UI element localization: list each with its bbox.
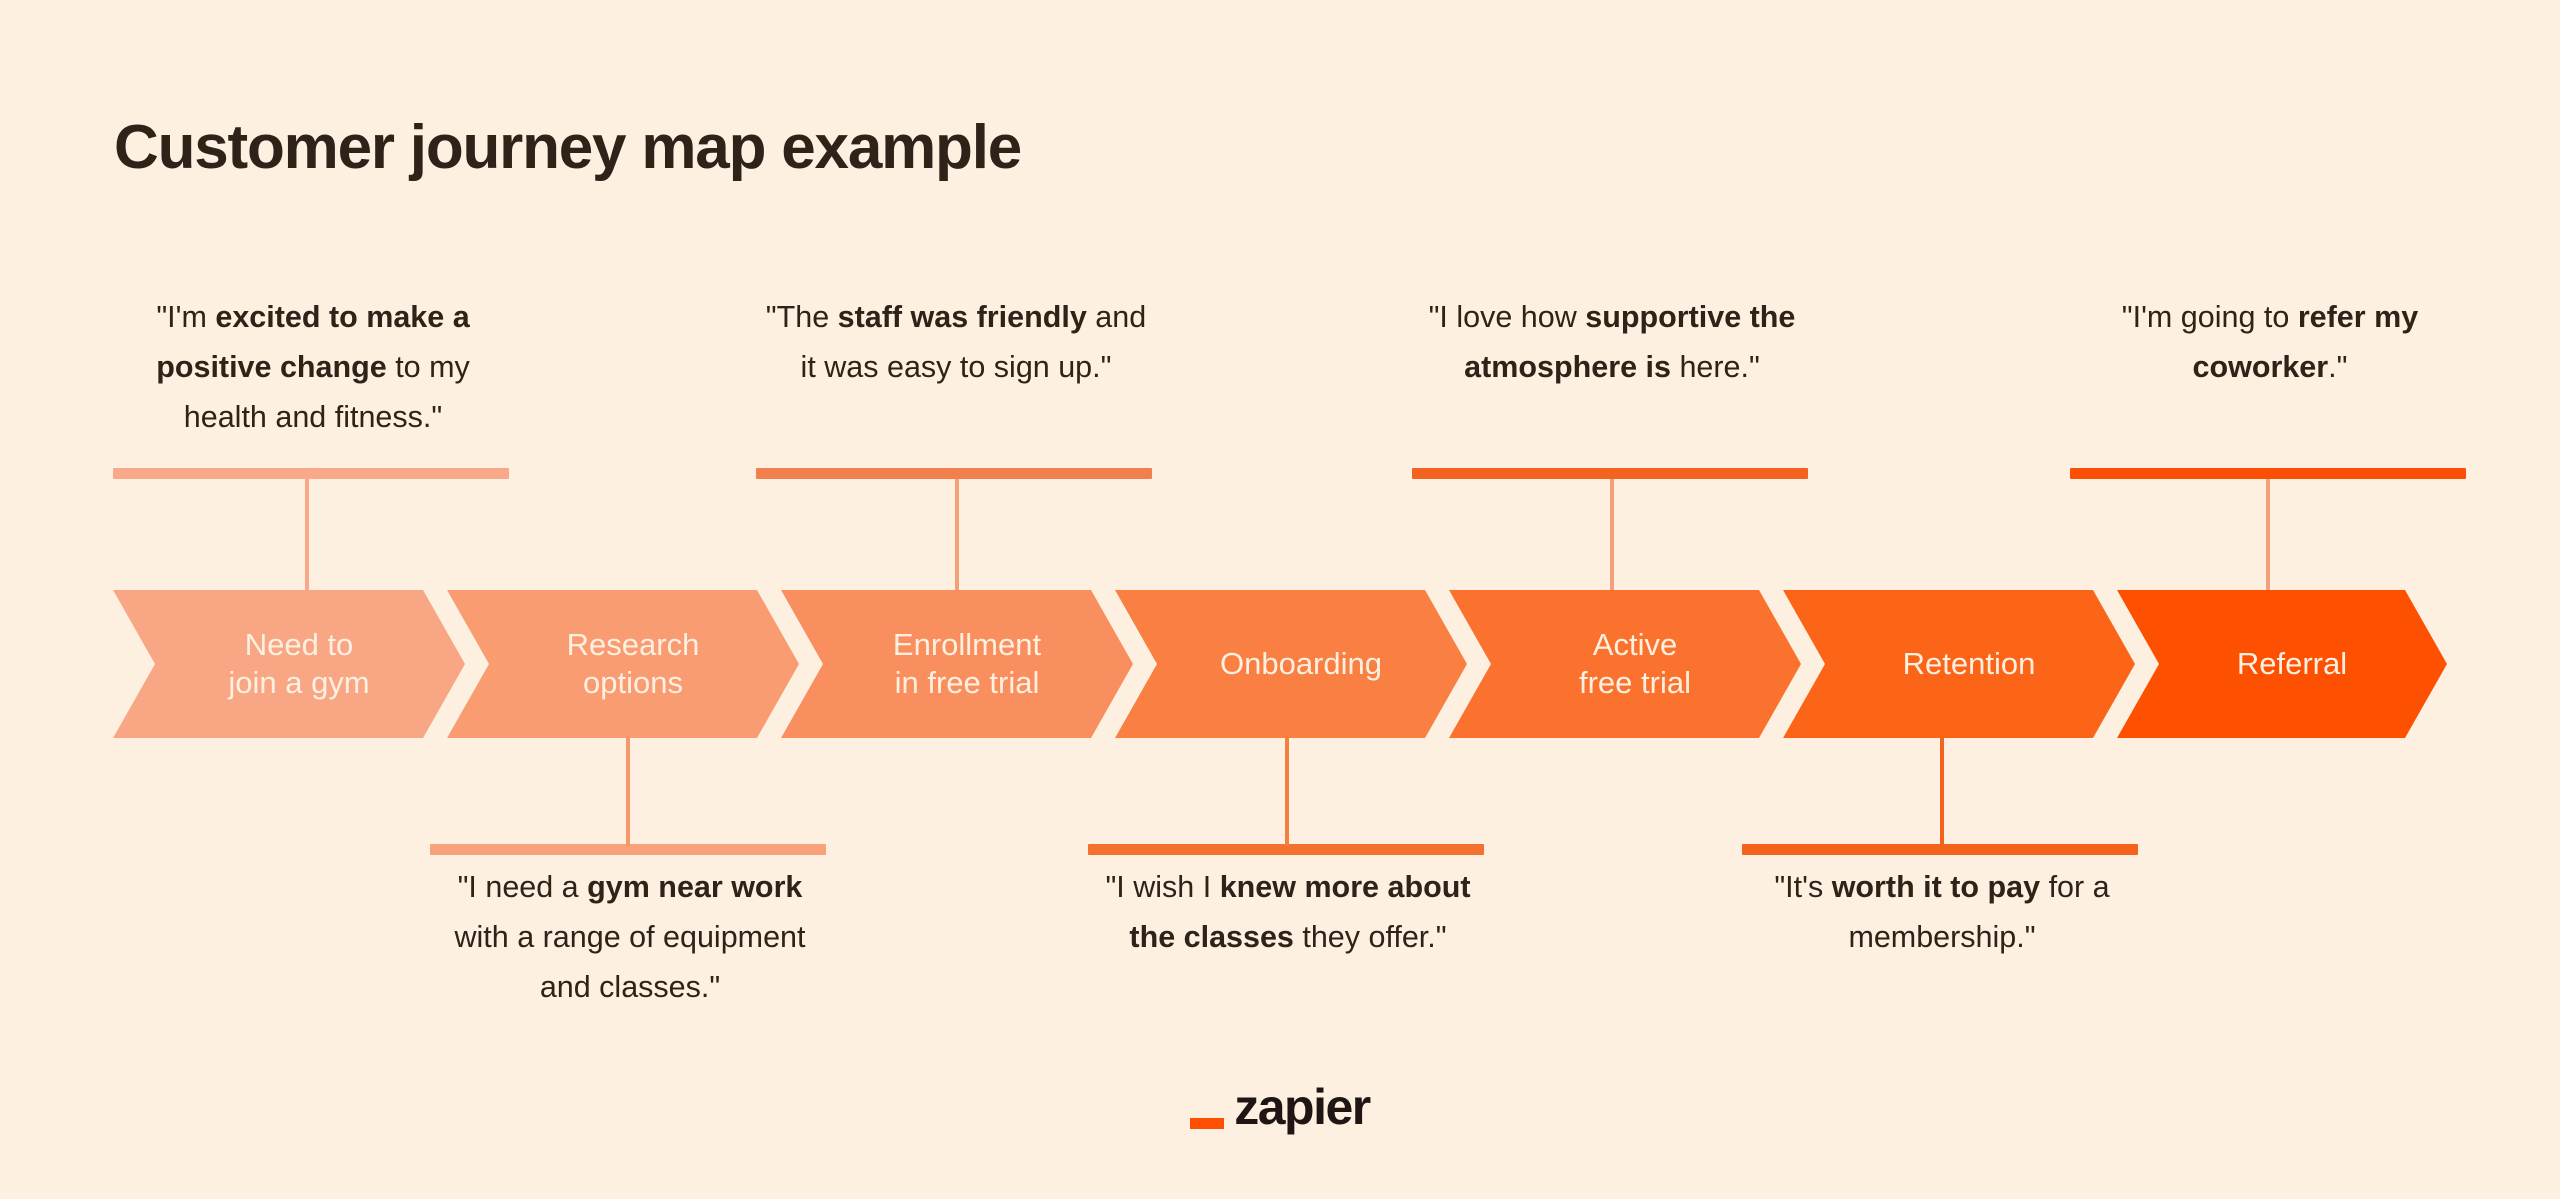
- quote-emphasis: knew more about the classes: [1129, 870, 1471, 954]
- top-customer-quote: "I'm excited to make a positive change t…: [113, 292, 513, 442]
- top-quote-rule: [113, 468, 509, 479]
- quote-text: "I wish I: [1105, 870, 1220, 904]
- top-quote-connector: [305, 479, 309, 591]
- bottom-quote-rule: [430, 844, 826, 855]
- quote-text: "It's: [1774, 870, 1832, 904]
- quote-emphasis: supportive the atmosphere is: [1464, 300, 1796, 384]
- journey-stage-strip: Need to join a gym Research options Enroll…: [0, 590, 2560, 738]
- bottom-customer-quote: "It's worth it to pay for a membership.": [1742, 862, 2142, 962]
- journey-stage-6[interactable]: Retention: [1783, 590, 2135, 738]
- top-quote-connector: [2266, 479, 2270, 591]
- bottom-quote-rule: [1088, 844, 1484, 855]
- quote-text: .": [2328, 350, 2348, 384]
- quote-text: with a range of equipment and classes.": [454, 920, 806, 1004]
- quote-text: and it was easy to sign up.": [800, 300, 1147, 384]
- journey-stage-label: Active free trial: [1579, 627, 1691, 700]
- quote-emphasis: refer my coworker: [2192, 300, 2419, 384]
- bottom-customer-quote: "I wish I knew more about the classes th…: [1088, 862, 1488, 962]
- quote-text: "The: [765, 300, 838, 334]
- journey-stage-4[interactable]: Onboarding: [1115, 590, 1467, 738]
- quote-emphasis: gym near work: [587, 870, 803, 904]
- top-quote-connector: [955, 479, 959, 591]
- bottom-quote-rule: [1742, 844, 2138, 855]
- top-customer-quote: "I'm going to refer my coworker.": [2070, 292, 2470, 392]
- bottom-quote-connector: [1940, 736, 1944, 846]
- quote-text: for a membership.": [1848, 870, 2110, 954]
- bottom-quote-connector: [1285, 736, 1289, 846]
- top-quote-rule: [756, 468, 1152, 479]
- quote-emphasis: worth it to pay: [1831, 870, 2041, 904]
- bottom-quote-connector: [626, 736, 630, 846]
- journey-stage-3[interactable]: Enrollment in free trial: [781, 590, 1133, 738]
- journey-stage-label: Need to join a gym: [228, 627, 370, 700]
- journey-stage-label: Referral: [2236, 646, 2348, 681]
- zapier-logo: zapier: [0, 1078, 2560, 1136]
- quote-text: "I need a: [457, 870, 588, 904]
- top-quote-connector: [1610, 479, 1614, 591]
- zapier-dash-icon: [1190, 1117, 1225, 1129]
- zapier-wordmark: zapier: [1234, 1079, 1371, 1135]
- top-quote-rule: [1412, 468, 1808, 479]
- journey-stage-label: Research options: [566, 627, 700, 700]
- journey-stage-label: Retention: [1902, 646, 2036, 681]
- top-customer-quote: "I love how supportive the atmosphere is…: [1412, 292, 1812, 392]
- quote-emphasis: excited to make a positive change: [156, 300, 470, 384]
- journey-stage-1[interactable]: Need to join a gym: [113, 590, 465, 738]
- journey-stage-5[interactable]: Active free trial: [1449, 590, 1801, 738]
- quote-text: to my health and fitness.": [183, 350, 470, 434]
- journey-stage-label: Onboarding: [1219, 646, 1382, 681]
- bottom-customer-quote: "I need a gym near work with a range of …: [430, 862, 830, 1012]
- top-customer-quote: "The staff was friendly and it was easy …: [756, 292, 1156, 392]
- journey-stage-2[interactable]: Research options: [447, 590, 799, 738]
- quote-text: here.": [1670, 350, 1760, 384]
- top-quote-rule: [2070, 468, 2466, 479]
- page-title: Customer journey map example: [114, 113, 1022, 182]
- quote-emphasis: staff was friendly: [837, 300, 1087, 334]
- quote-text: "I love how: [1428, 300, 1586, 334]
- journey-stage-label: Enrollment in free trial: [892, 627, 1042, 700]
- quote-text: "I'm going to: [2121, 300, 2298, 334]
- journey-stage-7[interactable]: Referral: [2117, 590, 2447, 738]
- quote-text: "I'm: [156, 300, 216, 334]
- quote-text: they offer.": [1293, 920, 1447, 954]
